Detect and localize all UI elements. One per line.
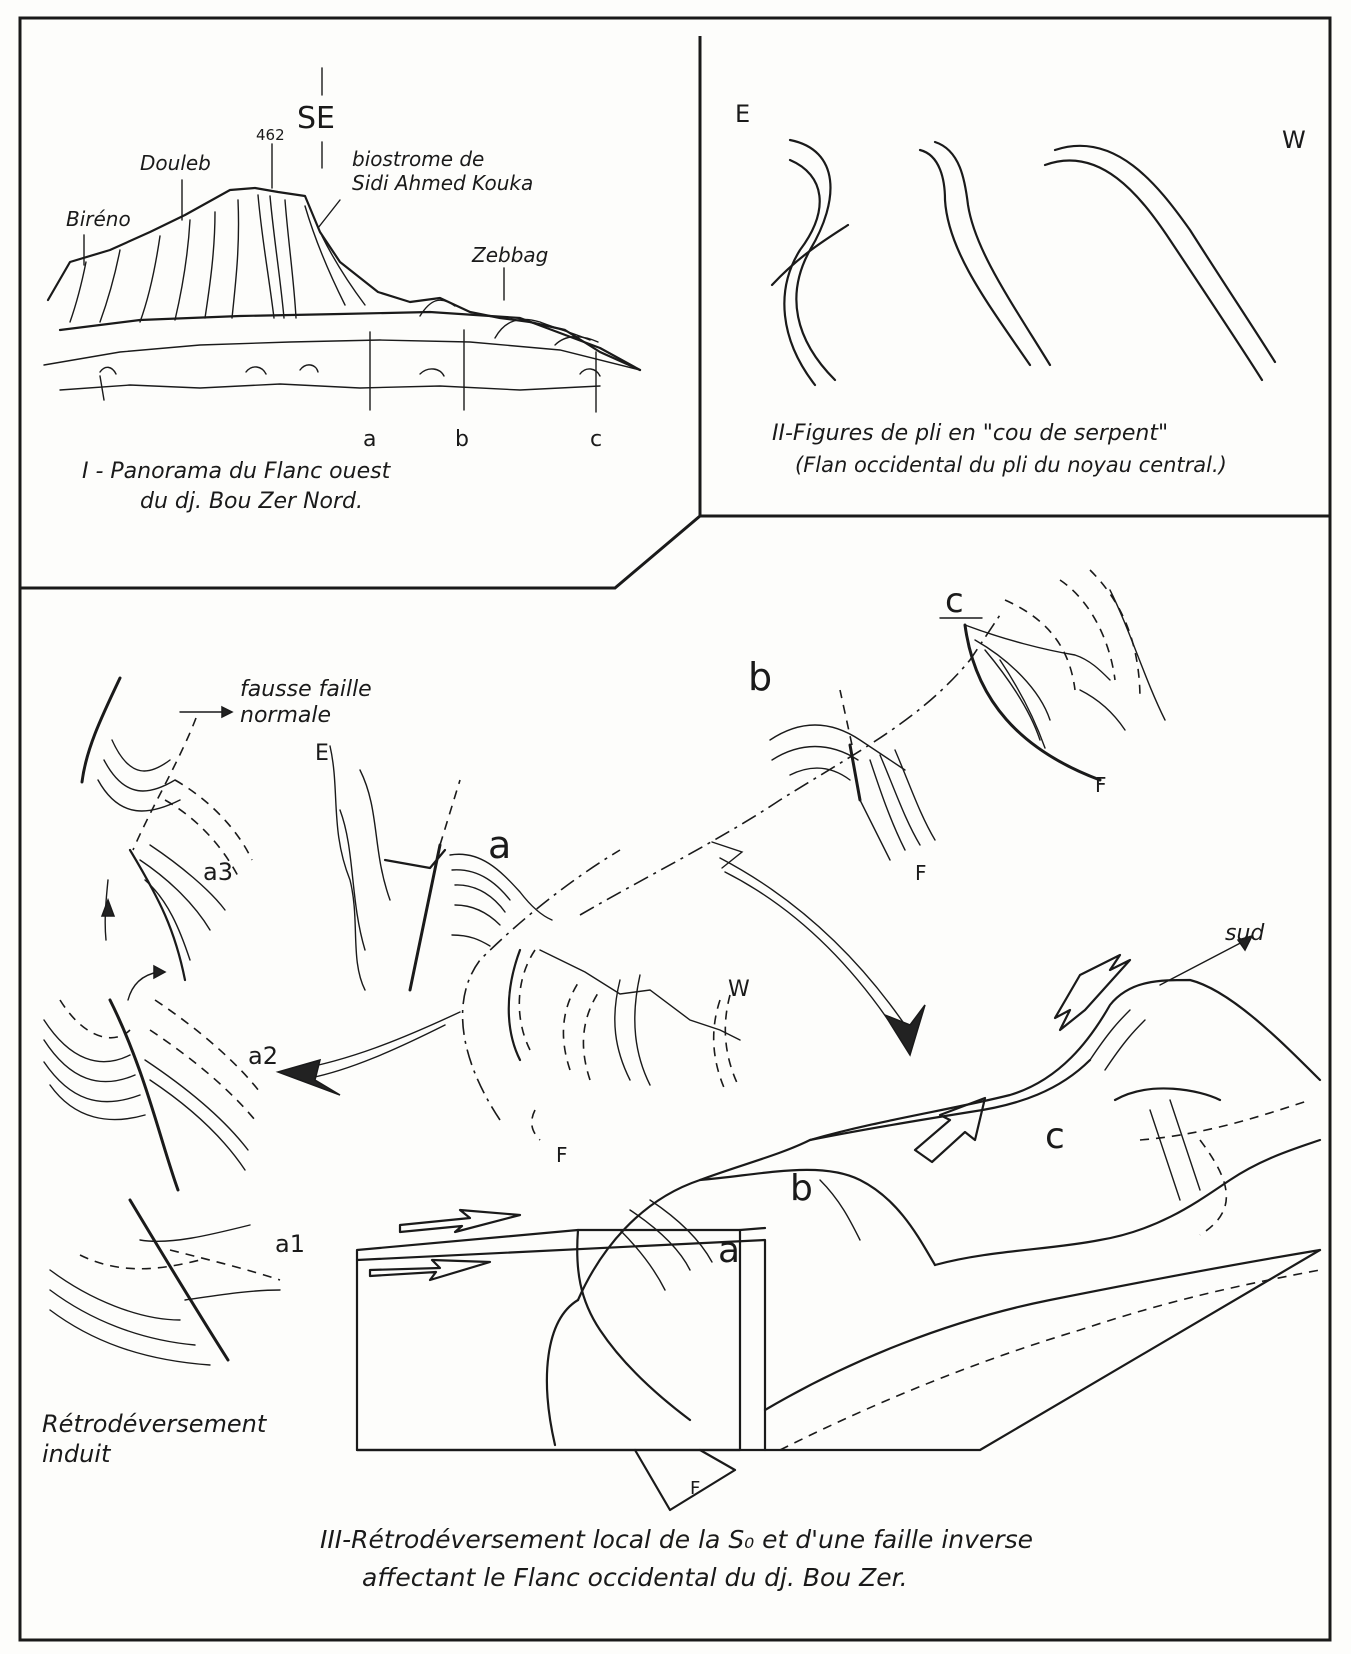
- block-label-a: a: [718, 1230, 740, 1271]
- marker-c: c: [590, 427, 602, 452]
- section-b-fault-label: F: [915, 861, 927, 885]
- panel-1-leaders: [84, 68, 596, 412]
- biostrome-label-line1: biostrome de: [352, 147, 484, 171]
- label-a2: a2: [248, 1042, 278, 1070]
- section-c: [940, 570, 1165, 780]
- panel-1-caption-line2: du dj. Bou Zer Nord.: [140, 489, 363, 514]
- panel-2-folds: E W II-Figures de pli en "cou de serpent…: [735, 100, 1306, 477]
- panel-3-caption-line2: affectant le Flanc occidental du dj. Bou…: [362, 1563, 908, 1592]
- arrow-to-a2: [278, 1012, 460, 1095]
- section-c-fault-label: F: [1095, 773, 1107, 797]
- diagram-a2: [44, 966, 262, 1190]
- diagram-a1: [50, 1200, 280, 1365]
- label-a3: a3: [203, 858, 233, 886]
- marker-a: a: [363, 427, 376, 452]
- fausse-faille-line2: normale: [240, 703, 331, 728]
- figure-frames: [20, 18, 1330, 1640]
- fausse-faille-line1: fausse faille: [240, 677, 372, 702]
- panel-1-panorama: biostrome de Sidi Ahmed Kouka 462 SE Dou…: [44, 68, 640, 514]
- panel-2-caption-line1: II-Figures de pli en "cou de serpent": [772, 421, 1168, 446]
- zebbag-label: Zebbag: [471, 243, 548, 267]
- arrow-to-block: [712, 842, 925, 1055]
- block-fault-label: F: [690, 1478, 700, 1499]
- block-label-b: b: [790, 1168, 813, 1209]
- panel-3-retro: fausse faille normale a3: [42, 570, 1320, 1592]
- panel-2-caption-line2: (Flan occidental du pli du noyau central…: [795, 453, 1227, 477]
- section-a-fault-label: F: [556, 1143, 568, 1167]
- east-label: E: [735, 100, 750, 128]
- section-a: [330, 746, 740, 1140]
- douleb-label: Douleb: [140, 151, 211, 175]
- section-east-label: E: [315, 741, 329, 766]
- section-label-c: c: [945, 581, 964, 621]
- label-a1: a1: [275, 1230, 305, 1258]
- summit-elevation: 462: [256, 126, 285, 144]
- panel-1-caption-line1: I - Panorama du Flanc ouest: [82, 459, 392, 484]
- diagram-a3: [82, 678, 252, 980]
- section-b: [770, 690, 935, 860]
- sud-label: sud: [1225, 921, 1265, 946]
- mountain-sketch: [44, 188, 640, 400]
- section-label-b: b: [748, 655, 772, 699]
- marker-b: b: [455, 427, 469, 452]
- section-label-a: a: [488, 823, 511, 867]
- retro-induit-line1: Rétrodéversement: [42, 1410, 268, 1438]
- bireno-label: Biréno: [66, 207, 131, 231]
- block-diagram: [357, 980, 1320, 1510]
- retro-induit-line2: induit: [42, 1440, 112, 1468]
- biostrome-label-line2: Sidi Ahmed Kouka: [352, 171, 533, 195]
- west-label: W: [1282, 126, 1306, 154]
- trace-line: [580, 615, 1000, 915]
- block-label-c: c: [1045, 1116, 1065, 1157]
- section-west-label: W: [728, 977, 750, 1002]
- shear-arrow-left: [1055, 955, 1130, 1030]
- panel-3-caption-line1: III-Rétrodéversement local de la S₀ et d…: [320, 1525, 1033, 1554]
- direction-label: SE: [297, 101, 335, 136]
